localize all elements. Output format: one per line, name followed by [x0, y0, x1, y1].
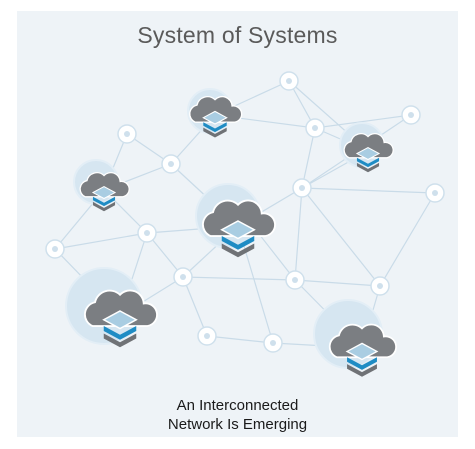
network-edge	[206, 335, 274, 344]
network-node-icon	[370, 276, 390, 296]
cloud-stack-icon	[79, 171, 130, 212]
network-node-icon	[305, 118, 325, 138]
cloud-stack-icon	[328, 323, 397, 377]
network-node-icon	[279, 71, 299, 91]
network-edge	[294, 279, 381, 287]
network-node-icon	[197, 326, 217, 346]
network-node-icon	[173, 267, 193, 287]
network-edge	[54, 232, 148, 250]
network-edge	[379, 192, 436, 287]
cloud-stack-icon	[189, 95, 243, 138]
cloud-stack-icon	[201, 199, 276, 258]
network-node-icon	[137, 223, 157, 243]
network-edge	[301, 187, 436, 194]
network-node-icon	[45, 239, 65, 259]
caption-line-1: An Interconnected	[176, 397, 299, 414]
network-node-icon	[117, 124, 137, 144]
network-node-icon	[401, 105, 421, 125]
network-edge	[182, 276, 296, 281]
diagram-title: System of Systems	[137, 22, 338, 48]
network-edge	[301, 187, 381, 287]
cloud-stack-icon	[343, 132, 394, 173]
network-edge	[182, 276, 208, 337]
cloud-hubs	[79, 95, 397, 377]
network-node-icon	[425, 183, 445, 203]
cloud-stack-icon	[83, 289, 158, 348]
network-edge	[301, 127, 316, 189]
network-node-icon	[285, 270, 305, 290]
network-edge	[314, 114, 412, 129]
diagram-caption: An Interconnected Network Is Emerging	[0, 396, 475, 434]
network-node-icon	[292, 178, 312, 198]
network-node-icon	[263, 333, 283, 353]
caption-line-2: Network Is Emerging	[167, 416, 308, 433]
network-node-icon	[161, 154, 181, 174]
network-edge	[294, 187, 303, 281]
